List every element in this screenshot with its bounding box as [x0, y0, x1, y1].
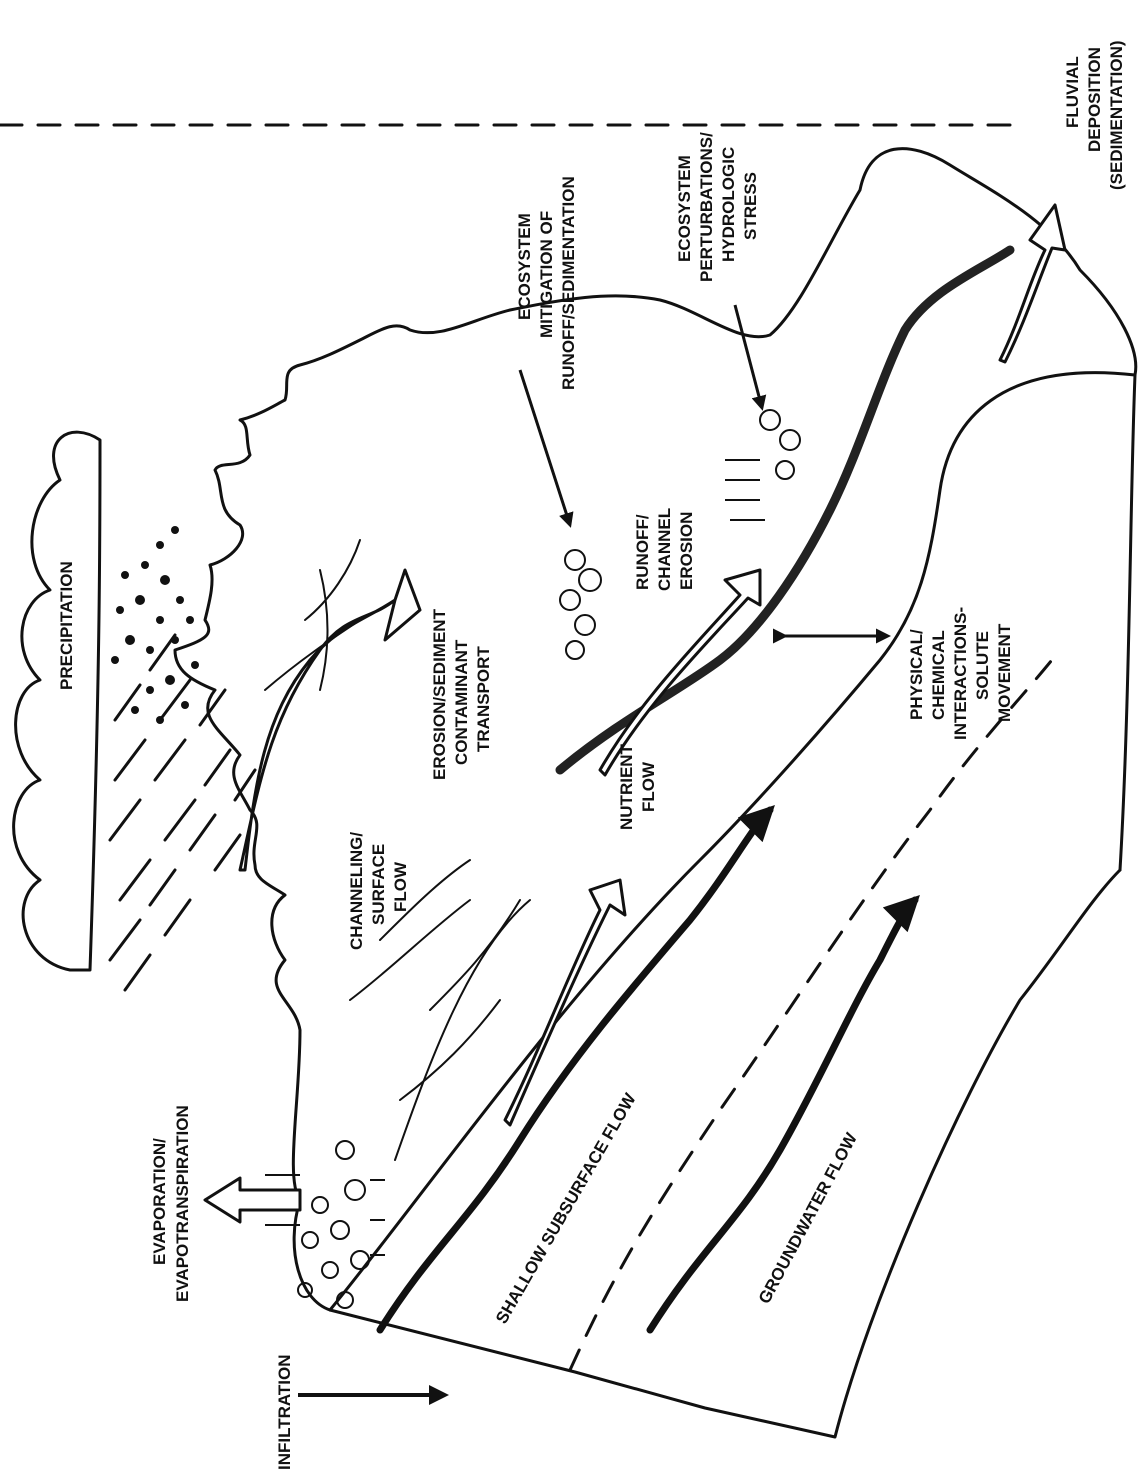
label-mitigation-line2: MITIGATION OF	[537, 211, 556, 338]
vegetation-mitigation	[560, 550, 601, 659]
mitigation-pointer-arrow	[520, 370, 570, 525]
label-channeling-line2: SURFACE	[369, 844, 388, 925]
label-evaporation-line1: EVAPORATION/	[150, 1138, 169, 1265]
label-fluvial-line1: FLUVIAL	[1063, 56, 1082, 128]
water-table-dashed-line	[570, 650, 1060, 1370]
label-runoff-line2: CHANNEL	[655, 508, 674, 591]
label-perturb-line2: PERTURBATIONS/	[697, 132, 716, 282]
label-evaporation-line2: EVAPOTRANSPIRATION	[173, 1105, 192, 1302]
fluvial-deposition-arrow	[1000, 205, 1065, 362]
perturbation-pointer-arrow	[735, 305, 762, 408]
label-fluvial-line3: (SEDIMENTATION)	[1107, 40, 1126, 190]
label-physical-line1: PHYSICAL/	[907, 629, 926, 720]
evapotranspiration-arrows	[205, 1175, 300, 1225]
label-shallow-subsurface-flow: SHALLOW SUBSURFACE FLOW	[492, 1089, 640, 1327]
label-channeling-line1: CHANNELING/	[347, 832, 366, 950]
label-infiltration: INFILTRATION	[275, 1354, 294, 1470]
stream-bank-upper	[330, 373, 1135, 1310]
stream-bank-lower	[330, 870, 1120, 1437]
vegetation-left	[298, 1141, 385, 1308]
vegetation-perturbation	[725, 410, 800, 520]
label-precipitation: PRECIPITATION	[57, 561, 76, 690]
label-physical-line5: MOVEMENT	[995, 623, 1014, 722]
label-physical-line2: CHEMICAL	[929, 630, 948, 720]
label-perturb-line1: ECOSYSTEM	[675, 155, 694, 262]
label-channeling-line3: FLOW	[391, 861, 410, 912]
label-erosion-line3: TRANSPORT	[474, 646, 493, 752]
label-nutrient-line2: FLOW	[639, 761, 658, 812]
label-nutrient-line1: NUTRIENT	[617, 743, 636, 830]
surface-flow-arrow	[240, 570, 420, 870]
label-erosion-line1: EROSION/SEDIMENT	[430, 608, 449, 780]
label-physical-line3: INTERACTIONS-	[951, 607, 970, 740]
label-physical-line4: SOLUTE	[973, 631, 992, 700]
label-perturb-line4: STRESS	[741, 172, 760, 240]
nutrient-flow-arrow	[505, 880, 625, 1125]
cross-section-edge	[1120, 375, 1135, 870]
label-runoff-line3: EROSION	[677, 512, 696, 590]
label-erosion-line2: CONTAMINANT	[452, 639, 471, 765]
label-fluvial-line2: DEPOSITION	[1085, 47, 1104, 152]
label-mitigation-line1: ECOSYSTEM	[515, 213, 534, 320]
labels: INFILTRATION EVAPORATION/ EVAPOTRANSPIRA…	[57, 40, 1126, 1470]
label-groundwater-flow: GROUNDWATER FLOW	[755, 1129, 862, 1307]
rain-dashes	[110, 635, 255, 990]
shallow-subsurface-flow-arrow	[380, 810, 770, 1330]
precipitation-drops	[111, 526, 199, 724]
surface-drainage-channels	[265, 540, 530, 1160]
label-perturb-line3: HYDROLOGIC	[719, 147, 738, 262]
label-mitigation-line3: RUNOFF/SEDIMENTATION	[559, 176, 578, 390]
label-runoff-line1: RUNOFF/	[633, 514, 652, 590]
cloud-shape	[14, 432, 100, 970]
